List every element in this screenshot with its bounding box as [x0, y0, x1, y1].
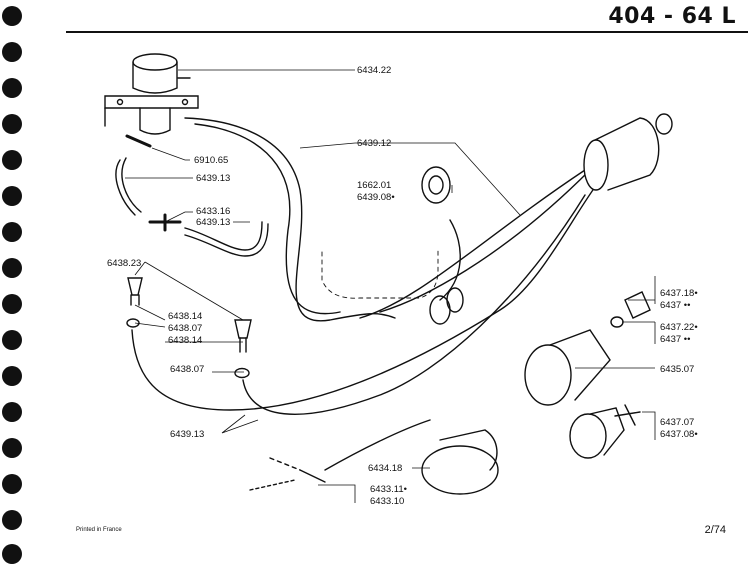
callout-cap-a: 1662.01: [357, 180, 391, 191]
callout-switch-d: 6437 ••: [660, 334, 690, 345]
hose-drawing: [184, 117, 396, 322]
binder-hole: [2, 544, 22, 564]
callout-valve-nut-b: 6438.07: [170, 364, 204, 375]
callout-valve-body-b: 6438.14: [168, 335, 202, 346]
callout-tee-b: 6439.13: [196, 217, 230, 228]
diagram-frame: [66, 31, 748, 563]
binder-hole: [2, 258, 22, 278]
binder-hole: [2, 474, 22, 494]
callout-switch-c: 6437.22•: [660, 322, 698, 333]
callout-connector-a: 6433.11•: [370, 484, 407, 495]
callout-bolt: 6910.65: [194, 155, 228, 166]
callout-switch-b: 6437 ••: [660, 300, 690, 311]
callout-valve: 6438.23: [107, 258, 141, 269]
binder-hole: [2, 42, 22, 62]
callout-tee-a: 6433.16: [196, 206, 230, 217]
callout-valve-body-a: 6438.14: [168, 311, 202, 322]
binder-hole: [2, 222, 22, 242]
callout-connector-b: 6433.10: [370, 496, 404, 507]
callout-vacuum-switch-a: 6437.07: [660, 417, 694, 428]
binder-hole: [2, 330, 22, 350]
binder-hole: [2, 438, 22, 458]
binder-holes: [2, 0, 24, 569]
binder-hole: [2, 294, 22, 314]
binder-hole: [2, 6, 22, 26]
callout-cap-b: 6439.08•: [357, 192, 395, 203]
binder-hole: [2, 114, 22, 134]
binder-hole: [2, 510, 22, 530]
binder-hole: [2, 402, 22, 422]
page-title: 404 - 64 L: [608, 4, 736, 29]
callout-vacuum-switch-b: 6437.08•: [660, 429, 698, 440]
callout-main-hose: 6439.12: [357, 138, 391, 149]
callout-filter: 6434.18: [368, 463, 402, 474]
callout-valve-nut-a: 6438.07: [168, 323, 202, 334]
binder-hole: [2, 186, 22, 206]
callout-vacuum-pump: 6434.22: [357, 65, 391, 76]
printed-note: Printed in France: [76, 527, 122, 533]
binder-hole: [2, 150, 22, 170]
binder-hole: [2, 78, 22, 98]
page-number: 2/74: [704, 524, 726, 536]
callout-switch-a: 6437.18•: [660, 288, 698, 299]
callout-gauge: 6435.07: [660, 364, 694, 375]
binder-hole: [2, 366, 22, 386]
callout-hose-lower: 6439.13: [170, 429, 204, 440]
vacuum-pump-drawing: [104, 53, 199, 148]
callout-hose-upper: 6439.13: [196, 173, 230, 184]
